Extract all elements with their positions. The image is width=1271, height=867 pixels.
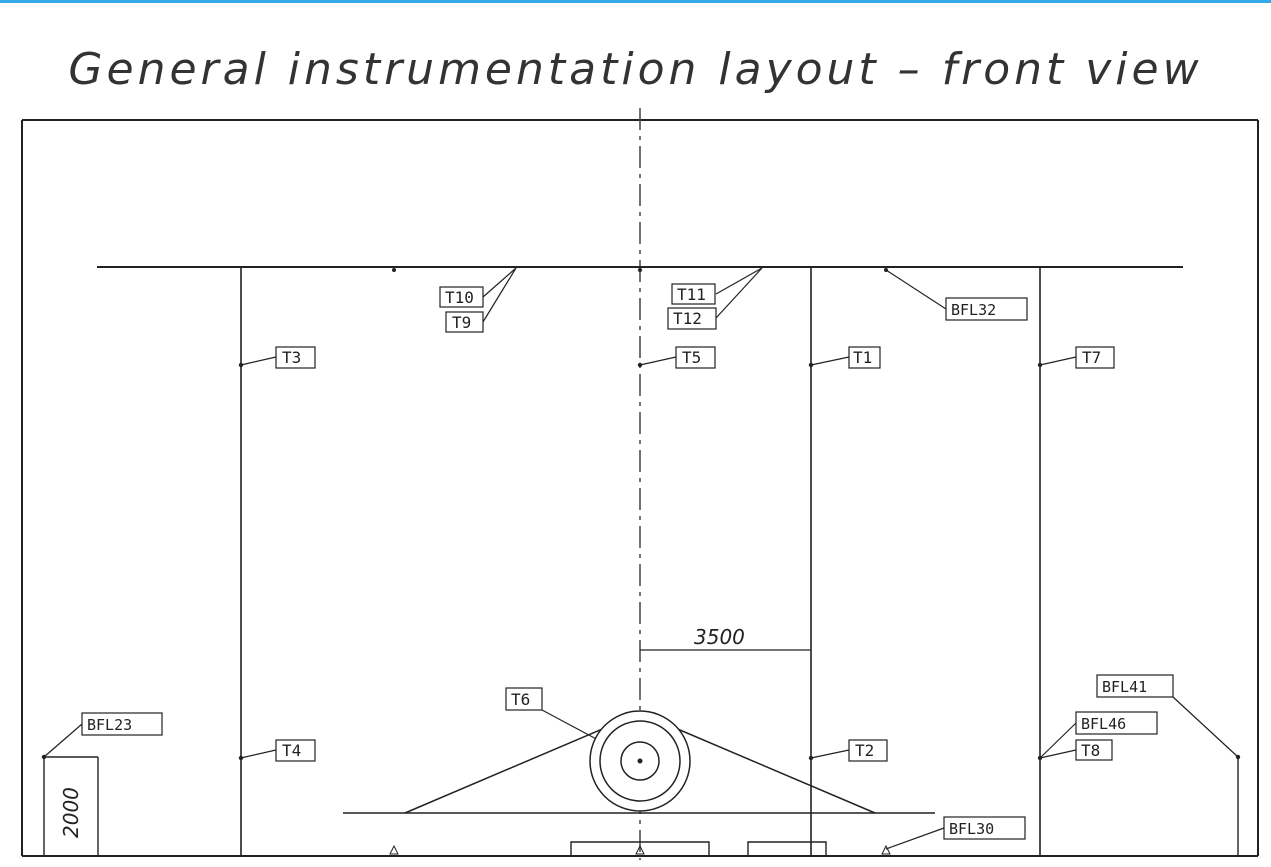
tag-t1: T1 [848, 346, 881, 369]
svg-text:T1: T1 [853, 348, 872, 367]
tag-t2: T2 [848, 739, 888, 762]
svg-text:T7: T7 [1082, 348, 1101, 367]
tag-bfl41: BFL41 [1096, 674, 1174, 698]
tag-t11: T11 [671, 283, 716, 305]
sensor-points [41, 268, 1241, 761]
svg-text:T10: T10 [445, 288, 474, 307]
svg-text:T11: T11 [677, 285, 706, 304]
svg-text:T4: T4 [282, 741, 301, 760]
leader-lines [43, 267, 1239, 850]
svg-text:BFL23: BFL23 [87, 716, 132, 734]
dim-3500-label: 3500 [694, 625, 745, 649]
tag-bfl46: BFL46 [1075, 711, 1158, 735]
svg-text:T5: T5 [682, 348, 701, 367]
svg-text:BFL30: BFL30 [949, 820, 994, 838]
tag-bfl30: BFL30 [943, 816, 1026, 840]
svg-text:T6: T6 [511, 690, 530, 709]
tag-t7: T7 [1075, 346, 1115, 369]
tag-t12: T12 [667, 307, 717, 330]
tag-t10: T10 [439, 286, 484, 308]
tag-t3: T3 [275, 346, 316, 369]
bfl23-column-box [43, 756, 99, 856]
tag-t5: T5 [675, 346, 716, 369]
t6-point [637, 758, 643, 764]
svg-text:T8: T8 [1081, 741, 1100, 760]
drawing-title: General instrumentation layout – front v… [68, 44, 1203, 95]
base-pads [570, 841, 827, 856]
dim-2000-label: 2000 [59, 787, 83, 838]
svg-text:BFL46: BFL46 [1081, 715, 1126, 733]
tag-t6: T6 [505, 687, 543, 711]
svg-text:T2: T2 [855, 741, 874, 760]
tag-t9: T9 [445, 311, 484, 333]
top-accent-rule [0, 0, 1271, 3]
svg-text:T12: T12 [673, 309, 702, 328]
svg-text:T9: T9 [452, 313, 471, 332]
tag-t4: T4 [275, 739, 316, 762]
tag-bfl32: BFL32 [945, 297, 1028, 321]
svg-text:T3: T3 [282, 348, 301, 367]
ground-markers [389, 844, 891, 855]
svg-text:BFL32: BFL32 [951, 301, 996, 319]
tag-bfl23: BFL23 [81, 712, 163, 736]
tag-t8: T8 [1075, 739, 1113, 761]
svg-text:BFL41: BFL41 [1102, 678, 1147, 696]
